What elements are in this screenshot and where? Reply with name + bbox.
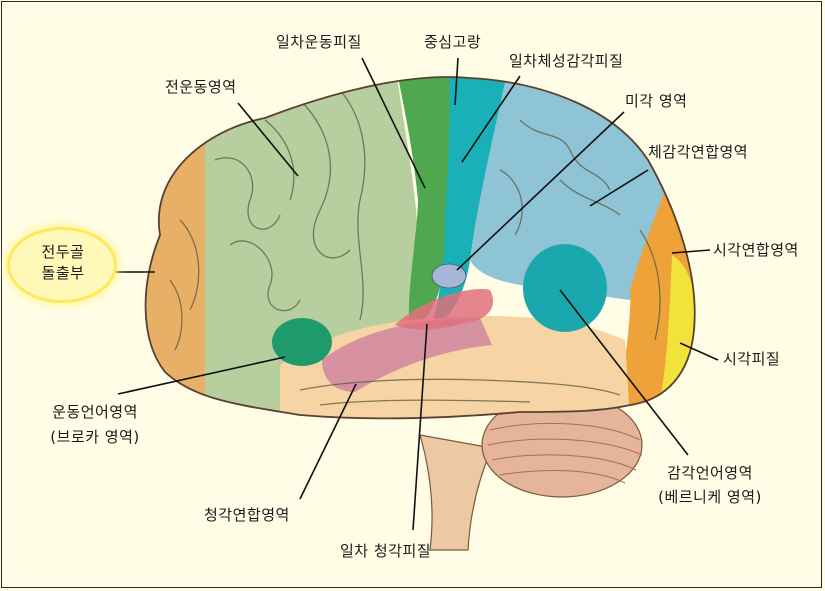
label-visual-cortex: 시각피질 [723, 350, 780, 368]
label-sensory-speech-line1: 감각언어영역 [630, 464, 790, 482]
region-wernicke [523, 244, 607, 332]
label-primary-motor-cortex: 일차운동피질 [276, 33, 362, 51]
label-gustatory-area: 미각 영역 [625, 92, 687, 110]
label-motor-speech-line1: 운동언어영역 [25, 403, 165, 421]
brainstem [420, 435, 492, 550]
label-motor-speech-line2: (브로카 영역) [25, 428, 165, 446]
label-premotor-area: 전운동영역 [165, 78, 237, 96]
label-primary-somatosensory-cortex: 일차체성감각피질 [509, 52, 623, 70]
label-somatosensory-association-area: 체감각연합영역 [648, 143, 748, 161]
label-primary-auditory-cortex: 일차 청각피질 [340, 542, 431, 560]
region-gustatory [432, 264, 466, 288]
label-frontal-pole-line2: 돌출부 [20, 264, 106, 282]
label-sensory-speech-line2: (베르니케 영역) [630, 488, 790, 506]
label-auditory-association-area: 청각연합영역 [204, 506, 290, 524]
label-frontal-pole-line1: 전두골 [20, 243, 106, 261]
region-broca [272, 318, 332, 366]
label-visual-association-area: 시각연합영역 [713, 241, 799, 259]
label-central-sulcus: 중심고랑 [424, 33, 481, 51]
